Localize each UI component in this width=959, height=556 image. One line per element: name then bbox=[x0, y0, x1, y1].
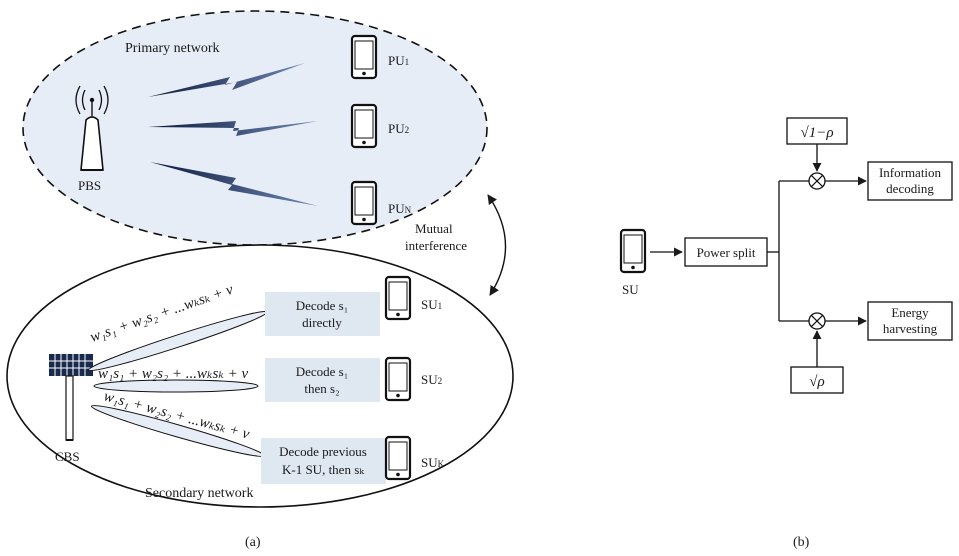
su1-phone-icon bbox=[384, 275, 412, 321]
primary-network-title: Primary network bbox=[125, 41, 219, 56]
su2-label: SU2 bbox=[421, 372, 442, 387]
splitter-branches bbox=[767, 180, 809, 322]
su1-label: SU1 bbox=[421, 297, 442, 312]
signal-bolt-pu2 bbox=[148, 121, 318, 136]
pbs-tower-icon bbox=[75, 85, 109, 171]
decode-box-suk bbox=[261, 438, 386, 484]
decode-box-suk-line2: K-1 SU, then sₖ bbox=[282, 462, 365, 477]
sqrt-one-minus-rho-label: √1−ρ bbox=[800, 125, 833, 141]
panel-a-caption: (a) bbox=[245, 535, 261, 550]
decode-box-su1-line2: directly bbox=[302, 315, 342, 330]
info-decoding-line1: Information bbox=[879, 165, 942, 180]
su2-phone-icon bbox=[384, 356, 412, 402]
sqrt-rho-label: √ρ bbox=[809, 374, 824, 390]
su-phone-icon bbox=[619, 228, 647, 274]
mutual-interference-arrow bbox=[487, 194, 507, 296]
secondary-network-title: Secondary network bbox=[145, 486, 253, 501]
mutual-interference-label-line2: interference bbox=[405, 238, 467, 253]
signal-bolt-pu1 bbox=[148, 63, 305, 97]
beam-formula-su2: w₁s₁ + w₂s₂ + ...wₖsₖ + ν bbox=[98, 366, 248, 382]
sqrt-rho-box bbox=[790, 366, 844, 394]
signal-bolt-pun bbox=[150, 162, 318, 206]
info-decoding-line2: decoding bbox=[886, 181, 934, 196]
pu2-phone-icon bbox=[350, 103, 378, 149]
suk-phone-icon bbox=[384, 435, 412, 481]
decode-box-su2-line2: then s₂ bbox=[304, 381, 339, 396]
energy-harvesting-line2: harvesting bbox=[883, 321, 938, 336]
panel-b: SU Power split √1−ρ Information decoding… bbox=[619, 117, 953, 550]
pun-label: PUN bbox=[388, 201, 412, 216]
pun-phone-icon bbox=[350, 180, 378, 226]
decode-box-su1-line1: Decode s₁ bbox=[296, 298, 349, 313]
decode-box-su1 bbox=[265, 292, 380, 336]
mutual-interference-label-line1: Mutual bbox=[415, 221, 453, 236]
panel-a: Primary network PBS PU1 PU2 bbox=[6, 10, 514, 550]
pu2-label: PU2 bbox=[388, 121, 409, 136]
energy-harvesting-line1: Energy bbox=[891, 305, 929, 320]
cbs-antenna-icon bbox=[49, 354, 93, 441]
pu1-label: PU1 bbox=[388, 53, 409, 68]
decode-box-su2 bbox=[265, 358, 380, 402]
primary-signal-links bbox=[148, 63, 318, 206]
sqrt-one-minus-rho-box bbox=[786, 117, 848, 145]
cbs-label: CBS bbox=[55, 449, 80, 464]
energy-harvesting-box bbox=[867, 301, 953, 341]
panel-b-caption: (b) bbox=[793, 535, 810, 550]
su-label: SU bbox=[622, 282, 639, 297]
decode-box-su2-line1: Decode s₁ bbox=[296, 364, 349, 379]
info-decoding-box bbox=[867, 161, 953, 201]
power-split-label: Power split bbox=[697, 245, 756, 260]
pbs-label: PBS bbox=[78, 178, 101, 193]
suk-label: SUK bbox=[421, 455, 445, 470]
decode-box-suk-line1: Decode previous bbox=[279, 444, 367, 459]
pu1-phone-icon bbox=[350, 34, 378, 80]
beam-su2 bbox=[93, 379, 259, 393]
